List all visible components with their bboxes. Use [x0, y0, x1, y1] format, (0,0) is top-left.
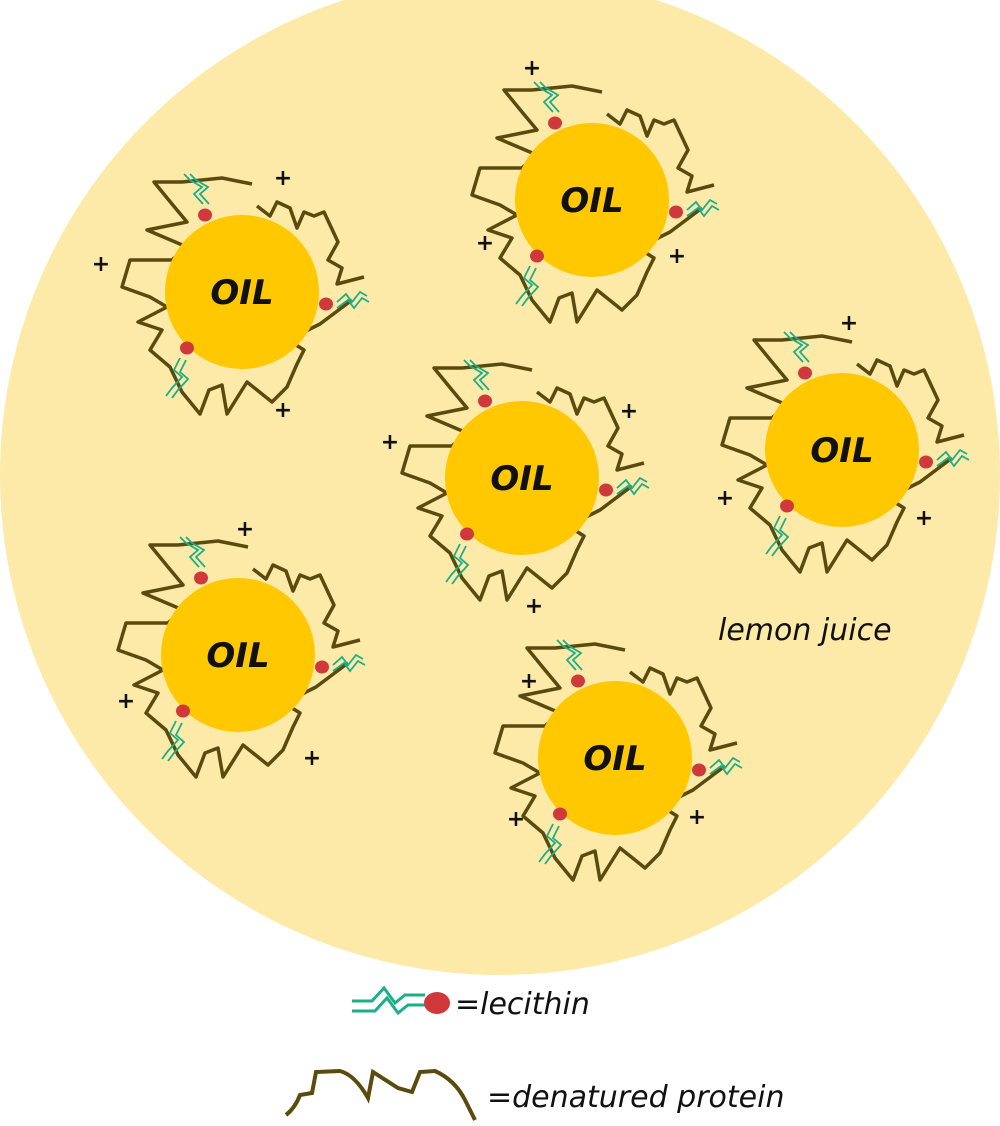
oil-label: OIL: [560, 181, 623, 221]
positive-charge-symbol: +: [274, 398, 292, 423]
positive-charge-symbol: +: [688, 805, 706, 830]
oil-droplet: OIL + + +: [716, 311, 970, 574]
oil-globule: [515, 123, 669, 277]
medium-label: lemon juice: [718, 613, 892, 648]
oil-droplet: OIL + + +: [116, 517, 366, 779]
oil-label: OIL: [210, 273, 273, 313]
legend: =lecithin =denatured protein: [284, 985, 784, 1121]
denatured-protein-strand: [400, 362, 645, 602]
positive-charge-symbol: +: [381, 430, 399, 455]
oil-droplet: OIL + + +: [493, 639, 743, 882]
oil-globule: [765, 373, 919, 527]
lecithin-molecule: [165, 341, 194, 399]
legend-lecithin-icon: [352, 985, 450, 1016]
positive-charge-symbol: +: [840, 311, 858, 336]
lecithin-molecule: [445, 527, 474, 585]
lecithin-molecule: [161, 704, 190, 762]
oil-label: OIL: [583, 739, 646, 779]
lecithin-molecule: [538, 807, 567, 865]
lecithin-molecule: [692, 756, 743, 777]
positive-charge-symbol: +: [274, 166, 292, 191]
positive-charge-symbol: +: [476, 231, 494, 256]
lecithin-molecule: [463, 359, 492, 408]
positive-charge-symbol: +: [236, 517, 254, 542]
lecithin-molecule: [319, 290, 370, 311]
denatured-protein-strand: [470, 84, 715, 324]
lecithin-molecule: [783, 331, 812, 380]
denatured-protein-strand: [720, 334, 965, 574]
droplets: OIL + + + OIL + + + OIL + + + OIL + + + OIL + + + OIL + + +: [92, 56, 970, 882]
positive-charge-symbol: +: [303, 746, 321, 771]
oil-droplet: OIL + + +: [470, 56, 720, 324]
oil-label: OIL: [206, 636, 269, 676]
legend-protein-label: =denatured protein: [487, 1080, 784, 1115]
positive-charge-symbol: +: [523, 56, 541, 81]
lecithin-molecule: [183, 173, 212, 222]
positive-charge-symbol: +: [668, 244, 686, 269]
oil-label: OIL: [490, 459, 553, 499]
lecithin-molecule: [599, 476, 650, 497]
lecithin-molecule: [515, 249, 544, 307]
positive-charge-symbol: +: [520, 669, 538, 694]
denatured-protein-strand: [116, 539, 361, 779]
oil-globule: [538, 681, 692, 835]
positive-charge-symbol: +: [92, 252, 110, 277]
lecithin-molecule: [315, 653, 366, 674]
positive-charge-symbol: +: [915, 506, 933, 531]
oil-globule: [161, 578, 315, 732]
legend-protein-icon: [284, 1068, 477, 1121]
positive-charge-symbol: +: [525, 594, 543, 619]
oil-droplet: OIL + + +: [92, 166, 370, 423]
legend-lecithin-label: =lecithin: [455, 987, 590, 1022]
lecithin-molecule: [556, 639, 585, 688]
oil-label: OIL: [810, 431, 873, 471]
positive-charge-symbol: +: [507, 807, 525, 832]
denatured-protein-strand: [493, 642, 738, 882]
positive-charge-symbol: +: [716, 486, 734, 511]
lecithin-molecule: [919, 448, 970, 469]
lecithin-molecule: [765, 499, 794, 557]
oil-droplet: OIL + + +: [381, 359, 650, 619]
lecithin-molecule: [533, 81, 562, 130]
denatured-protein-strand: [120, 176, 365, 416]
lecithin-molecule: [179, 536, 208, 585]
lecithin-molecule: [669, 198, 720, 219]
positive-charge-symbol: +: [620, 399, 638, 424]
oil-globule: [165, 215, 319, 369]
positive-charge-symbol: +: [117, 689, 135, 714]
oil-globule: [445, 401, 599, 555]
